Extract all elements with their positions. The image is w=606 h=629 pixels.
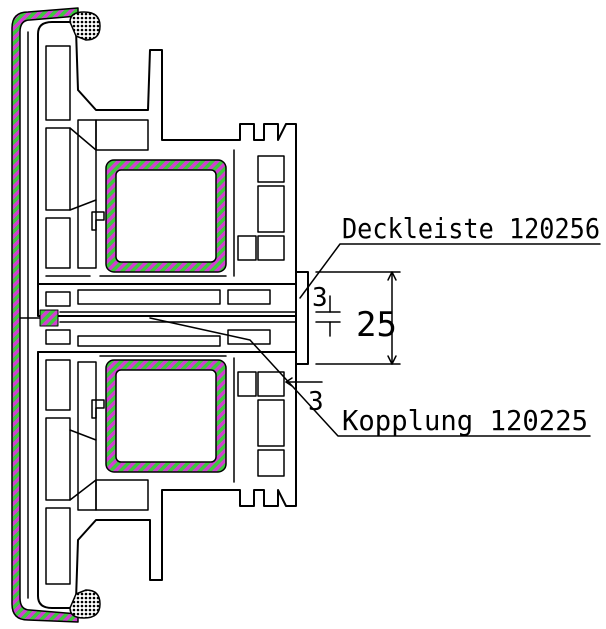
upper-frame-profile — [37, 21, 297, 317]
lower-frame-profile — [37, 351, 297, 609]
leader-kopplung — [149, 317, 591, 437]
top-gasket — [69, 11, 101, 41]
dimension-25 — [315, 271, 401, 365]
leader-deckleiste — [299, 243, 601, 299]
deckleiste-cover-strip — [295, 271, 309, 365]
deckleiste-label: Deckleiste 120256 — [342, 212, 600, 245]
dimension-3-top-label: 3 — [312, 283, 328, 313]
bottom-gasket — [69, 589, 101, 619]
kopplung-label: Kopplung 120225 — [342, 404, 588, 437]
dimension-25-label: 25 — [356, 305, 397, 345]
dimension-3-top — [315, 295, 341, 337]
coupling-profile — [19, 283, 301, 353]
dimension-3-bottom-label: 3 — [308, 387, 324, 417]
outer-cover-shell — [11, 7, 79, 623]
